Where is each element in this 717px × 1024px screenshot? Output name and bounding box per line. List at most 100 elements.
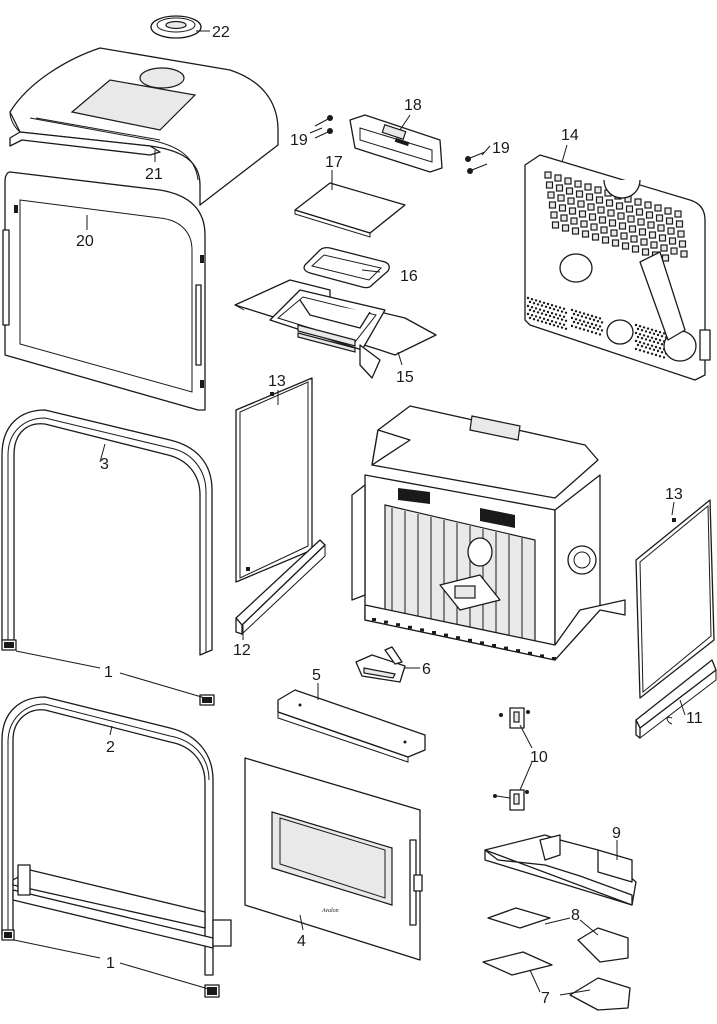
vent-hole <box>661 254 670 262</box>
vent-hole <box>585 193 594 201</box>
vent-hole <box>650 241 658 249</box>
vent-dot <box>648 339 652 342</box>
vent-hole <box>594 186 602 194</box>
vent-dot <box>580 323 584 326</box>
vent-hole <box>554 174 562 182</box>
vent-dot <box>578 311 582 314</box>
vent-hole <box>544 171 552 179</box>
vent-dot <box>656 333 660 337</box>
vent-hole <box>577 200 585 208</box>
callout-16: 16 <box>400 268 418 285</box>
vent-dot <box>642 334 646 337</box>
vent-hole <box>548 201 557 209</box>
vent-hole <box>627 215 635 223</box>
vent-hole <box>648 231 657 239</box>
part-16-gasket <box>303 246 390 289</box>
vent-dot <box>574 318 578 321</box>
vent-dot <box>528 308 532 312</box>
vent-dot <box>588 317 592 320</box>
callout-13-right: 13 <box>665 486 683 503</box>
vent-dot <box>552 316 556 319</box>
vent-dot <box>532 310 536 313</box>
callout-13-left: 13 <box>268 373 286 390</box>
vent-dot <box>554 305 558 308</box>
vent-dot <box>550 304 554 307</box>
vent-dot <box>654 353 658 357</box>
vent-dot <box>638 349 642 352</box>
base-hole <box>504 646 508 650</box>
vent-hole <box>674 210 682 218</box>
vent-dot <box>592 318 596 322</box>
callout-8: 8 <box>571 907 580 924</box>
vent-dot <box>646 327 650 330</box>
vent-dot <box>534 299 538 302</box>
part-4-door: Avalon <box>244 757 423 961</box>
vent-dot <box>590 322 594 326</box>
vent-dot <box>556 309 560 312</box>
part-2-lower-surround <box>1 696 232 998</box>
vent-dot <box>552 324 556 327</box>
vent-dot <box>646 335 650 338</box>
vent-hole <box>654 204 662 212</box>
base-holes <box>372 618 556 660</box>
vent-hole <box>551 221 560 229</box>
callout-18: 18 <box>404 97 422 114</box>
vent-dot <box>582 328 586 331</box>
vent-hole <box>637 218 645 226</box>
vent-dot <box>636 335 640 339</box>
vent-dot <box>536 319 540 322</box>
vent-hole <box>575 190 584 198</box>
vent-hole <box>635 208 644 216</box>
part-1-feet-upper <box>1 639 215 706</box>
vent-dot <box>650 328 654 331</box>
vent-hole <box>638 228 647 236</box>
vent-hole <box>645 211 654 219</box>
vent-dot <box>534 307 538 310</box>
callout-7: 7 <box>541 990 550 1007</box>
vent-hole <box>628 225 637 233</box>
vent-dot <box>648 331 652 334</box>
vent-hole <box>644 201 652 209</box>
vent-hole <box>564 177 572 185</box>
vent-dot <box>546 318 550 322</box>
vent-dot <box>654 329 658 333</box>
base-hole <box>384 620 388 624</box>
callout-5: 5 <box>312 667 321 684</box>
part-15-baffle-tray <box>234 279 437 379</box>
vent-dot <box>530 306 534 309</box>
vent-dot <box>570 308 574 312</box>
vent-hole <box>675 220 684 228</box>
callout-19-right: 19 <box>492 140 510 157</box>
vent-hole <box>618 222 627 230</box>
vent-dot <box>544 305 548 308</box>
callout-3: 3 <box>100 456 109 473</box>
vent-dot <box>646 343 650 346</box>
part-9-ash-tray <box>484 834 637 906</box>
vent-dot <box>600 321 604 324</box>
base-hole <box>372 618 376 621</box>
vent-dot <box>570 324 574 328</box>
vent-dot <box>594 316 598 319</box>
vent-dot <box>544 313 548 316</box>
vent-hole <box>601 236 610 244</box>
callout-20: 20 <box>76 233 94 250</box>
vent-dot <box>558 314 562 317</box>
callout-12: 12 <box>233 642 251 659</box>
vent-dot <box>530 298 534 301</box>
vent-dot <box>598 317 602 320</box>
vent-dot <box>582 312 586 315</box>
vent-dot <box>554 321 558 324</box>
vent-dot <box>558 306 562 309</box>
vent-dot <box>660 351 664 354</box>
vent-dot <box>538 308 542 311</box>
vent-hole <box>608 219 617 227</box>
vent-dot <box>652 332 656 335</box>
base-hole <box>396 623 400 627</box>
vent-hole <box>658 234 667 242</box>
vent-dot <box>542 309 546 312</box>
vent-hole <box>571 227 580 235</box>
vent-dot <box>598 333 602 336</box>
vent-hole <box>621 242 630 250</box>
base-hole <box>480 641 484 645</box>
